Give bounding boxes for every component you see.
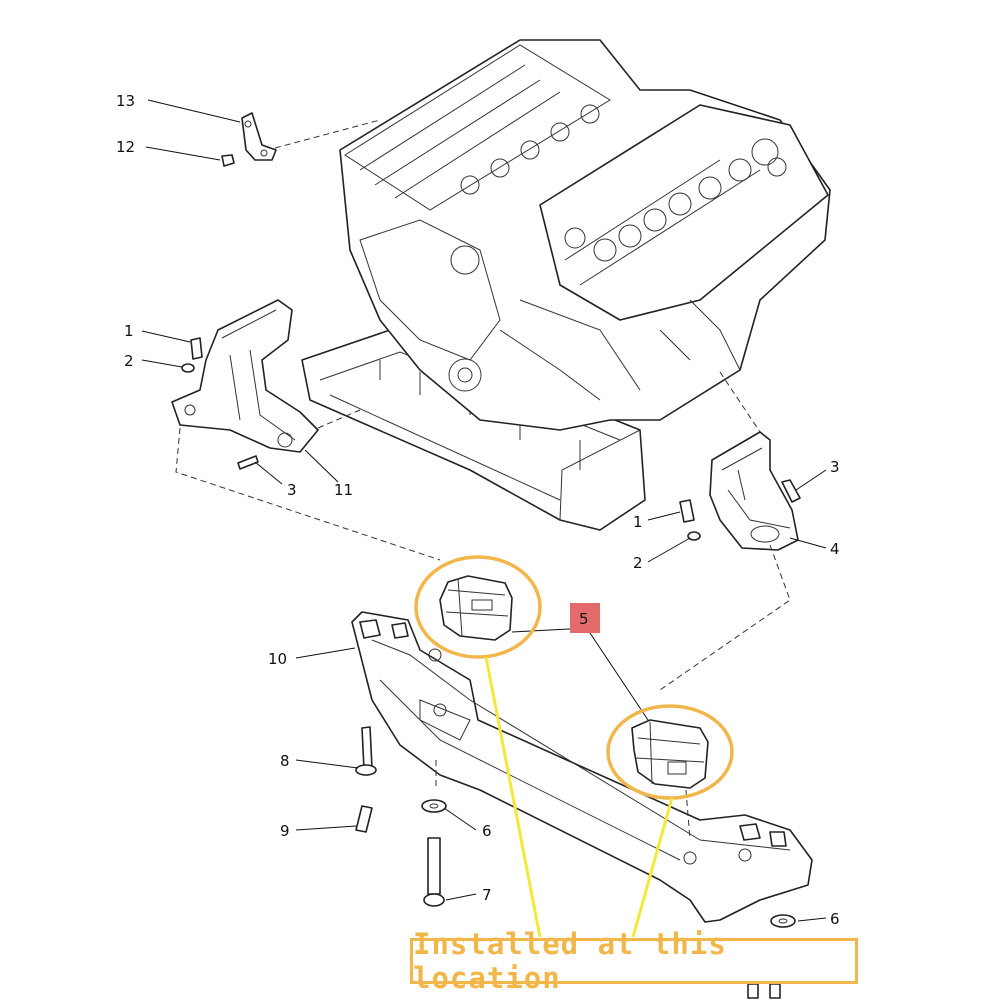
crossmember-10 xyxy=(351,611,813,923)
highlight-ring-right xyxy=(606,704,734,800)
callout-5: 5 xyxy=(579,610,589,628)
nut-12 xyxy=(221,154,235,167)
callout-9: 9 xyxy=(280,822,290,840)
bolt-1-left xyxy=(190,337,203,360)
bolt-3-left xyxy=(237,455,259,470)
callout-10: 10 xyxy=(268,650,287,668)
callout-1-left: 1 xyxy=(124,322,134,340)
engine-mount-5-right xyxy=(631,719,709,789)
bolt-9 xyxy=(355,805,373,833)
callout-11: 11 xyxy=(334,481,353,499)
callout-7: 7 xyxy=(482,886,492,904)
highlight-group xyxy=(414,555,734,938)
callout-2-left: 2 xyxy=(124,352,134,370)
washer-6-left xyxy=(421,799,447,813)
callout-4: 4 xyxy=(830,540,840,558)
right-mount-bracket-4 xyxy=(709,431,799,551)
washer-2-right xyxy=(687,531,701,541)
engine-assembly xyxy=(301,39,831,531)
callout-12: 12 xyxy=(116,138,135,156)
stud-bottom xyxy=(747,983,781,999)
callout-3-right: 3 xyxy=(830,458,840,476)
callout-5-marker xyxy=(570,603,600,633)
highlight-ring-left xyxy=(414,555,542,659)
bolt-7 xyxy=(423,837,445,907)
installed-location-banner: Installed at this location xyxy=(410,927,858,995)
engine-mount-5-left xyxy=(439,575,513,641)
callout-1-right: 1 xyxy=(633,513,643,531)
callout-6-right: 6 xyxy=(830,910,840,928)
bolt-3-right xyxy=(781,479,801,503)
callout-2-right: 2 xyxy=(633,554,643,572)
left-mount-bracket-11 xyxy=(171,299,319,453)
alignment-lines xyxy=(175,119,791,841)
callout-6-left: 6 xyxy=(482,822,492,840)
leader-lines xyxy=(141,99,827,922)
pointer-line-left xyxy=(484,656,542,938)
callout-3-left: 3 xyxy=(287,481,297,499)
banner-text: Installed at this location xyxy=(413,927,727,995)
bracket-13 xyxy=(241,112,277,161)
pointer-line-right xyxy=(631,797,674,938)
callout-8: 8 xyxy=(280,752,290,770)
callout-13: 13 xyxy=(116,92,135,110)
callout-labels: 13 12 1 2 3 11 3 1 2 4 5 10 8 9 6 7 6 xyxy=(116,92,840,928)
washer-6-right xyxy=(770,914,796,928)
bolt-1-right xyxy=(679,499,695,523)
bolt-8 xyxy=(355,726,377,776)
washer-2-left xyxy=(181,363,195,373)
